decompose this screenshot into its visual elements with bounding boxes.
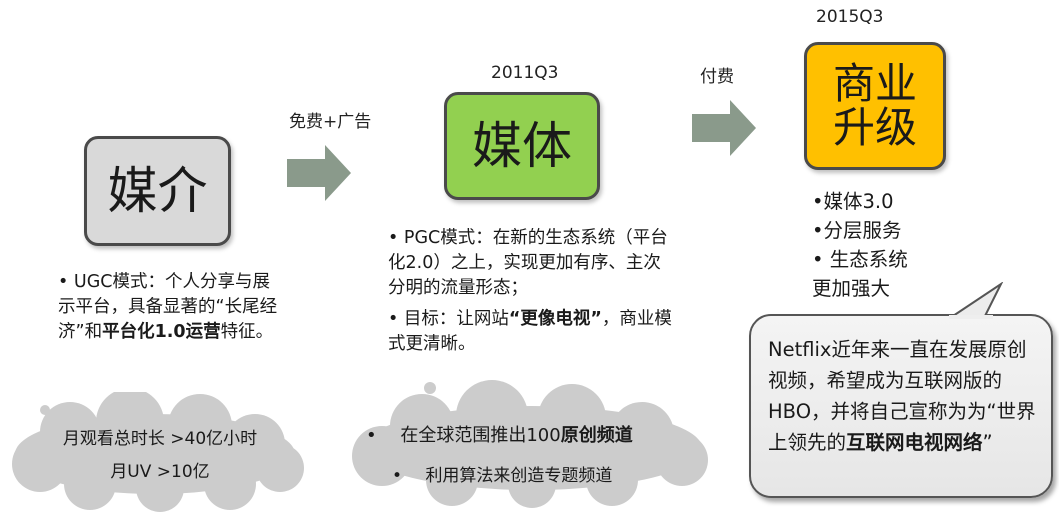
cloud2-item2: • 利用算法来创造专题频道 [392, 461, 612, 486]
callout-bubble [749, 314, 1053, 498]
stage3-item2: •分层服务 [812, 219, 902, 242]
arrow-1-icon [287, 145, 351, 201]
cloud2-bullet1: • [366, 425, 377, 446]
cloud1-line1: 月观看总时长 >40亿小时 [62, 429, 258, 449]
arrow1-label: 免费+广告 [289, 112, 372, 132]
stage3-list: •媒体3.0 •分层服务 • 生态系统 更加强大 [812, 187, 908, 303]
stage3-title-line2: 升级 [832, 103, 917, 152]
stage2-bullet2-pre: • 目标：让网站 [388, 309, 509, 329]
stage3-item3: • 生态系统 [812, 248, 908, 271]
cloud-2 [352, 380, 708, 508]
stage2-bullet2: • 目标：让网站“更像电视”，商业模式更清晰。 [388, 307, 678, 357]
stage1-bullet-bold: 平台化1.0运营 [102, 322, 221, 342]
cloud2-item1: • 在全球范围推出100原创频道 [366, 421, 633, 447]
stage2-title: 媒体 [472, 116, 572, 175]
stage2-period: 2011Q3 [491, 63, 559, 83]
callout-text: Netflix近年来一直在发展原创视频，希望成为互联网版的HBO，并将自己宣称为… [768, 334, 1038, 458]
stage3-title-line1: 商业 [832, 58, 917, 108]
cloud2-bullet2: • [392, 466, 403, 486]
stage2-box: 媒体 [444, 92, 600, 200]
cloud2-item1-pre: 在全球范围推出100 [400, 425, 561, 446]
stage2-description: • PGC模式：在新的生态系统（平台化2.0）之上，实现更加有序、主次分明的流量… [388, 226, 678, 357]
stage3-item4: 更加强大 [812, 277, 891, 300]
cloud1-line2: 月UV >10亿 [110, 462, 210, 482]
cloud2-item2-text: 利用算法来创造专题频道 [425, 466, 613, 486]
callout-text-bold: 互联网电视网络 [846, 431, 983, 454]
stage1-title: 媒介 [107, 161, 208, 220]
callout-text-post: ” [982, 431, 993, 454]
callout-text-pre: Netflix近年来一直在发展原创视频，希望成为互联网版的HBO，并将自己宣称为… [768, 338, 1036, 454]
stage3-item1: •媒体3.0 [812, 190, 894, 213]
arrow-2-icon [692, 100, 756, 156]
stage2-bullet2-post: ，商业模式更清晰。 [388, 309, 672, 354]
stage3-period: 2015Q3 [816, 7, 884, 27]
cloud-1 [12, 392, 304, 512]
cloud2-item1-bold: 原创频道 [560, 425, 633, 446]
arrow2-label: 付费 [700, 67, 734, 87]
stage1-bullet: • UGC模式：个人分享与展示平台，具备显著的“长尾经济”和 [58, 272, 278, 342]
callout-pointer [949, 282, 1004, 319]
stage1-description: • UGC模式：个人分享与展示平台，具备显著的“长尾经济”和平台化1.0运营特征… [58, 270, 278, 345]
stage2-bullet1: • PGC模式：在新的生态系统（平台化2.0）之上，实现更加有序、主次分明的流量… [388, 228, 668, 298]
stage2-bullet2-bold: “更像电视” [508, 309, 602, 329]
stage3-box: 商业 升级 [804, 42, 946, 170]
stage1-box: 媒介 [84, 136, 231, 246]
stage1-bullet-end: 特征。 [220, 322, 274, 342]
